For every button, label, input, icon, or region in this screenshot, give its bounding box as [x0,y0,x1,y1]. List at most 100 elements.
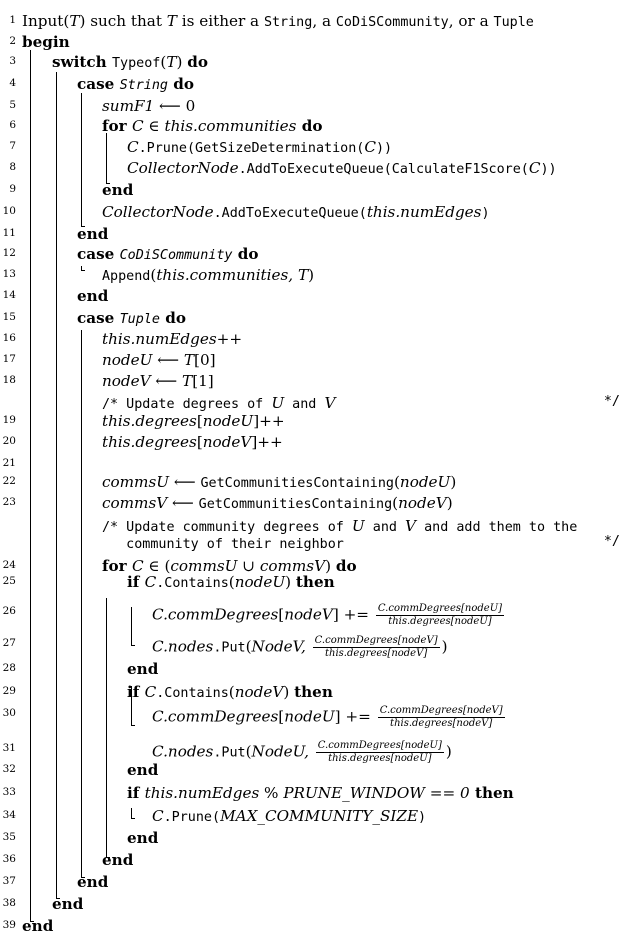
code-token: .AddToExecuteQueue(CalculateF1Score( [238,162,529,177]
code-token: ∈ [143,117,165,135]
code-token: ) [445,742,452,761]
code-token: CoDiSCommunity [119,248,233,263]
code-token: U [271,394,285,412]
keyword: do [187,53,208,71]
line-number: 23 [2,496,16,508]
code-token: ( [393,473,400,491]
block-rule [106,598,107,857]
code-text: C.Prune(MAX_COMMUNITY_SIZE) [152,807,426,825]
keyword: do [167,75,195,93]
line-number: 19 [2,414,16,426]
code-text: sumF1 ⟵ 0 [102,97,195,115]
keyword: if [127,784,145,802]
line-number: 34 [2,809,16,821]
keyword: end [77,225,109,243]
code-token: ) [308,266,315,284]
code-text: Append(this.communities, T) [102,266,314,284]
keyword: do [232,245,259,263]
code-token: ) [441,637,448,656]
fraction-numerator: C.commDegrees[nodeU] [375,603,505,616]
code-token: )) [375,141,393,156]
line-number: 8 [9,161,16,173]
keyword: then [295,573,335,591]
code-token: C [364,138,376,156]
line-number: 39 [2,919,16,931]
code-token: nodeU [284,707,335,726]
fraction-denominator: this.degrees[nodeU] [328,753,432,764]
code-token: T [183,351,195,369]
code-token: this.numEdges [144,784,260,802]
line-number: 29 [2,685,16,697]
keyword: then [294,683,333,701]
code-token: [ [278,707,285,726]
comment-close: */ [603,394,620,409]
line-number: 33 [2,786,16,798]
line-number: 18 [2,374,16,386]
keyword: case [77,245,120,263]
code-text: end [127,829,158,847]
line-number: 14 [2,289,16,301]
code-text: community of their neighbor [102,534,344,552]
keyword: then [469,784,514,802]
keyword: case [77,75,120,93]
keyword: end [127,660,159,678]
code-token: .Contains [156,576,229,591]
block-rule-end [81,877,85,878]
line-number: 36 [2,853,16,865]
block-rule [81,266,82,270]
keyword: if [127,573,145,591]
code-token: ⟵ [169,473,201,491]
code-token: V [324,394,336,412]
code-text: C.nodes.Put(NodeV, C.commDegrees[nodeV]t… [152,635,448,660]
code-text: end [102,181,133,199]
code-text: this.numEdges++ [102,330,242,348]
code-text: end [127,660,158,678]
code-token: Append [102,269,151,284]
fraction-denominator: this.degrees[nodeU] [388,616,492,627]
code-token: nodeU [202,412,254,430]
code-token: nodeU [234,573,286,591]
keyword: end [77,287,109,305]
code-token: ( [245,742,252,761]
line-number: 20 [2,435,16,447]
code-token: , a [312,12,336,30]
keyword: for [102,117,132,135]
fraction: C.commDegrees[nodeU]this.degrees[nodeU] [315,740,444,765]
block-rule [131,686,132,725]
line-number: 27 [2,637,16,649]
code-text: case CoDiSCommunity do [77,245,259,263]
code-token: /* Update degrees of [102,397,272,412]
code-token: .Put [213,745,246,761]
code-token: [0] [194,351,216,369]
line-number: 15 [2,311,16,323]
code-token: .Put [213,640,246,656]
block-rule-end [131,645,135,646]
line-number: 22 [2,475,16,487]
code-token: CoDiSCommunity [335,15,449,30]
code-token: ( [228,683,235,701]
code-token: U [351,517,365,535]
line-number: 38 [2,897,16,909]
code-token: MAX_COMMUNITY_SIZE [220,807,419,825]
code-token: nodeV [234,683,284,701]
block-rule [81,93,82,226]
code-token: ) [176,53,188,71]
keyword: end [22,917,54,935]
line-number: 9 [9,183,16,195]
block-rule-end [106,183,110,184]
code-token: ]++ [251,433,283,451]
block-rule-end [81,270,85,271]
code-token: ( [245,637,252,656]
block-rule [131,808,132,818]
keyword: end [52,895,84,913]
code-token: community of their neighbor [102,537,344,552]
code-token: C [144,573,157,591]
code-token: and [284,397,325,412]
keyword: if [127,683,145,701]
code-token: C [528,159,541,177]
code-token: C [131,557,144,575]
code-text: if C.Contains(nodeU) then [127,573,335,591]
line-number: 37 [2,875,16,887]
code-token: ( [228,573,235,591]
